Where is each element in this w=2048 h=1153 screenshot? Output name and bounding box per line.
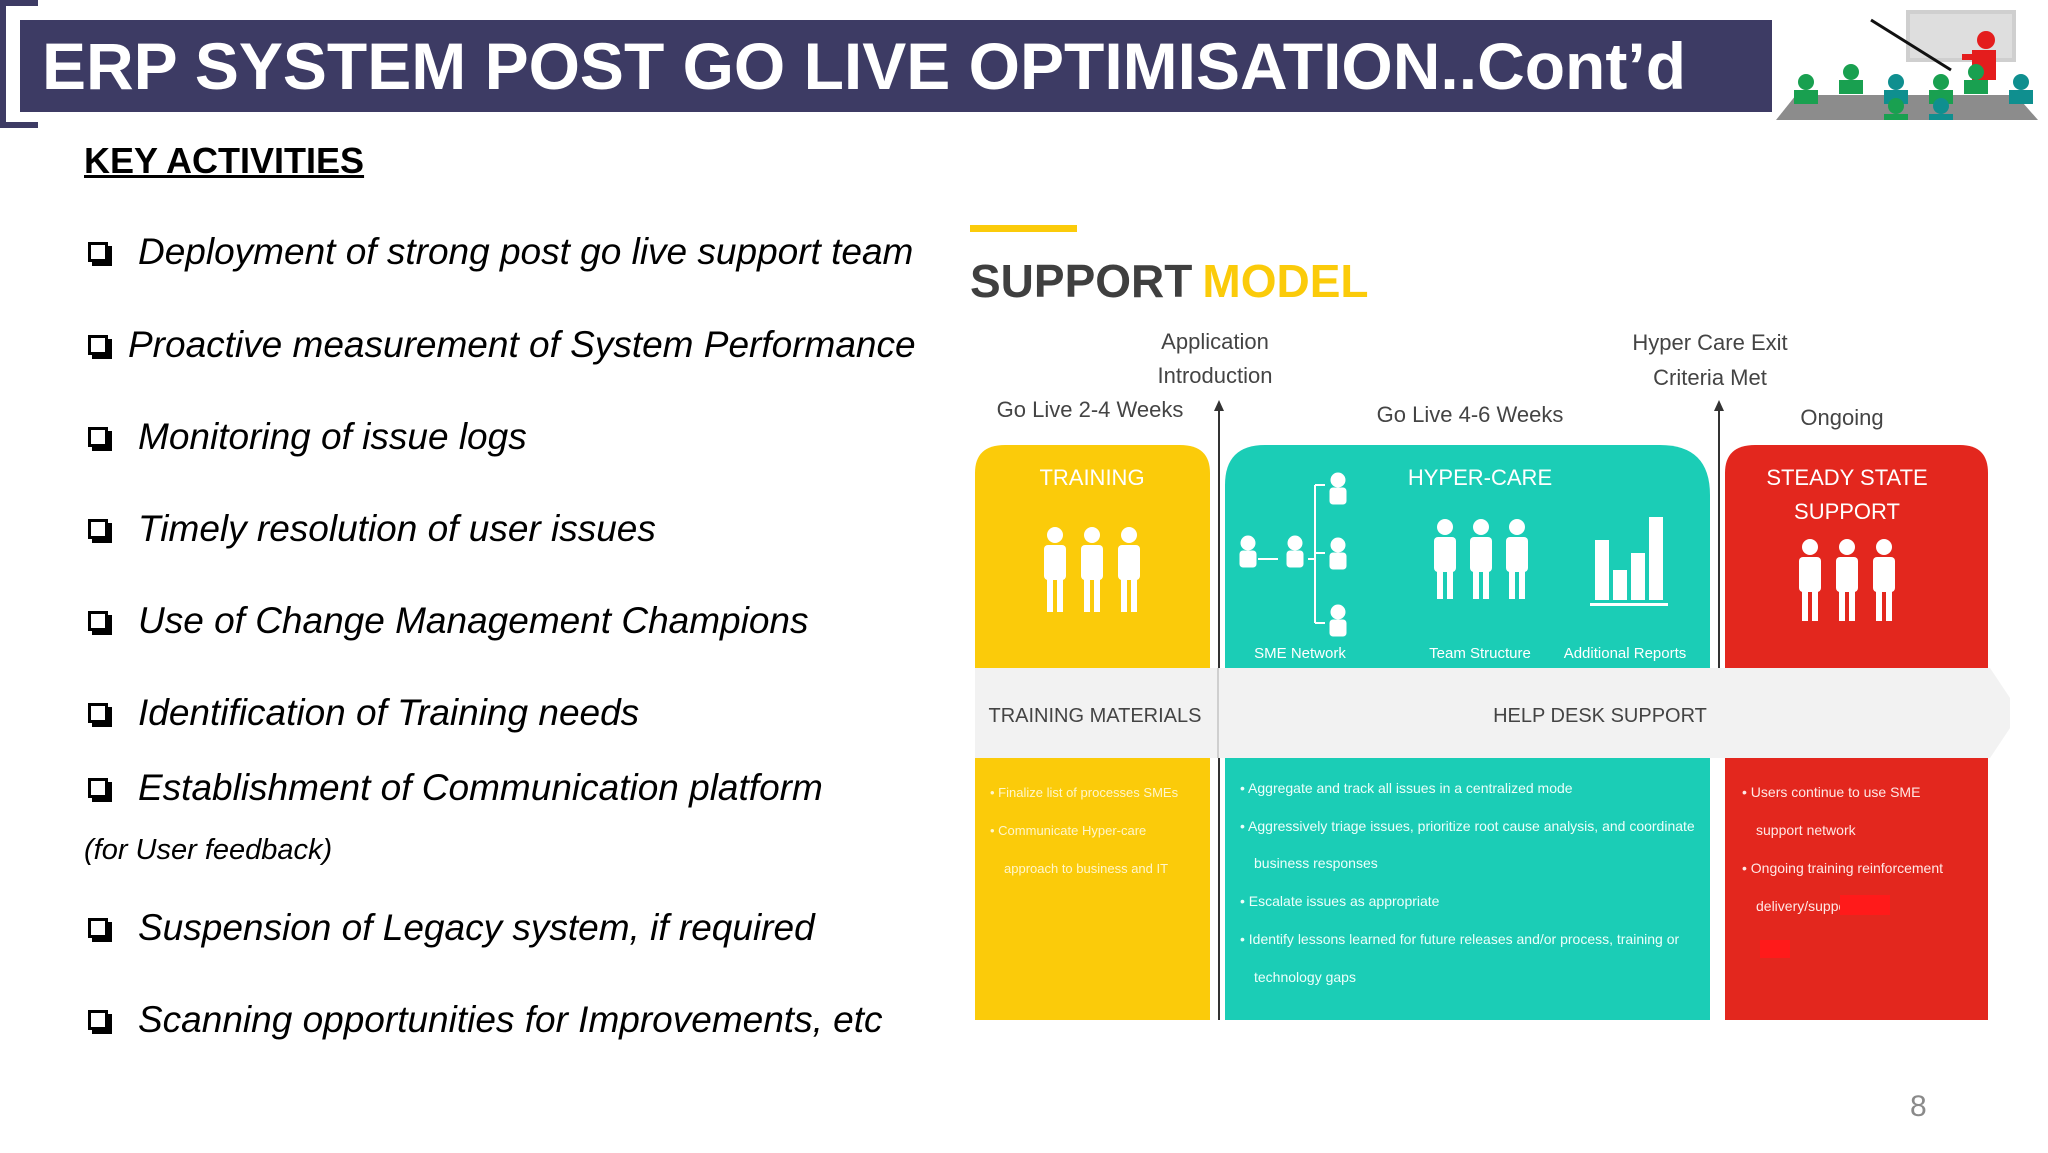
- hypercare-bullet: • Identify lessons learned for future re…: [1240, 931, 1679, 947]
- training-label: TRAINING: [1039, 465, 1144, 490]
- hypercare-bullet: • Aggregate and track all issues in a ce…: [1240, 780, 1573, 796]
- sme-network-icon: [1239, 472, 1347, 637]
- milestone-arrow-intro: [1214, 400, 1224, 411]
- milestone-arrow-exit: [1714, 400, 1724, 411]
- hypercare-label: HYPER-CARE: [1408, 465, 1552, 490]
- checkbox-bullet-icon: [88, 519, 108, 539]
- presentation-meeting-icon: [1776, 10, 2038, 120]
- steady-bullet: • Users continue to use SME: [1742, 784, 1920, 800]
- milestone-app-intro-2: Introduction: [1158, 363, 1273, 388]
- hypercare-bullet-cont: technology gaps: [1254, 969, 1356, 985]
- sme-network-label: SME Network: [1254, 645, 1346, 662]
- title-bar: [20, 20, 1772, 112]
- activity-item: Use of Change Management Champions: [88, 600, 809, 642]
- bar-chart-icon: [1590, 517, 1668, 606]
- milestone-exit-2: Criteria Met: [1653, 365, 1767, 390]
- help-desk-label: HELP DESK SUPPORT: [1493, 705, 1707, 727]
- steady-people-icon: [1799, 539, 1895, 621]
- activity-item: Timely resolution of user issues: [88, 508, 656, 550]
- additional-reports-label: Additional Reports: [1564, 645, 1687, 662]
- key-activities-heading: KEY ACTIVITIES: [84, 140, 365, 181]
- checkbox-bullet-icon: [88, 611, 108, 631]
- steady-label-2: SUPPORT: [1794, 499, 1900, 524]
- checkbox-bullet-icon: [88, 242, 108, 262]
- activity-item: Proactive measurement of System Performa…: [88, 324, 916, 366]
- hypercare-timing: Go Live 4-6 Weeks: [1377, 402, 1564, 427]
- activity-item: Scanning opportunities for Improvements,…: [88, 999, 883, 1041]
- team-structure-label: Team Structure: [1429, 645, 1531, 662]
- page-title: ERP SYSTEM POST GO LIVE OPTIMISATION..Co…: [42, 29, 1687, 103]
- steady-timing: Ongoing: [1800, 405, 1883, 430]
- checkbox-bullet-icon: [88, 1010, 108, 1030]
- activity-item: Establishment of Communication platform: [88, 767, 823, 809]
- hypercare-bullet: • Aggressively triage issues, prioritize…: [1240, 818, 1695, 834]
- team-structure-icon: [1434, 519, 1528, 599]
- milestone-exit-1: Hyper Care Exit: [1632, 330, 1787, 355]
- milestone-app-intro-1: Application: [1161, 329, 1269, 354]
- activity-item: Suspension of Legacy system, if required: [88, 907, 815, 949]
- activity-item: Identification of Training needs: [88, 692, 639, 734]
- steady-bullet-cont: delivery/support l: [1756, 898, 1862, 914]
- training-bullet: • Communicate Hyper-care: [990, 823, 1146, 838]
- steady-bullet-cont: support network: [1756, 822, 1857, 838]
- checkbox-bullet-icon: [88, 427, 108, 447]
- training-timing: Go Live 2-4 Weeks: [997, 397, 1184, 422]
- checkbox-bullet-icon: [88, 335, 108, 355]
- checkbox-bullet-icon: [88, 918, 108, 938]
- support-band: [975, 668, 2010, 758]
- steady-bullet: • Ongoing training reinforcement: [1742, 860, 1943, 876]
- activity-item: Deployment of strong post go live suppor…: [88, 231, 913, 273]
- steady-label-1: STEADY STATE: [1766, 465, 1927, 490]
- training-people-icon: [1044, 527, 1140, 612]
- redaction-mark: [1760, 940, 1790, 958]
- hypercare-bullet-cont: business responses: [1254, 855, 1378, 871]
- checkbox-bullet-icon: [88, 778, 108, 798]
- activity-item: Monitoring of issue logs: [88, 416, 527, 458]
- title-accent-line: [970, 225, 1077, 232]
- hypercare-bullet: • Escalate issues as appropriate: [1240, 893, 1440, 909]
- checkbox-bullet-icon: [88, 703, 108, 723]
- training-materials-label: TRAINING MATERIALS: [989, 705, 1202, 727]
- redaction-mark: [1840, 895, 1890, 915]
- training-bullet-cont: approach to business and IT: [1004, 861, 1168, 876]
- activity-note: (for User feedback): [84, 834, 333, 866]
- page-number: 8: [1910, 1090, 1927, 1123]
- training-bullet: • Finalize list of processes SMEs: [990, 785, 1179, 800]
